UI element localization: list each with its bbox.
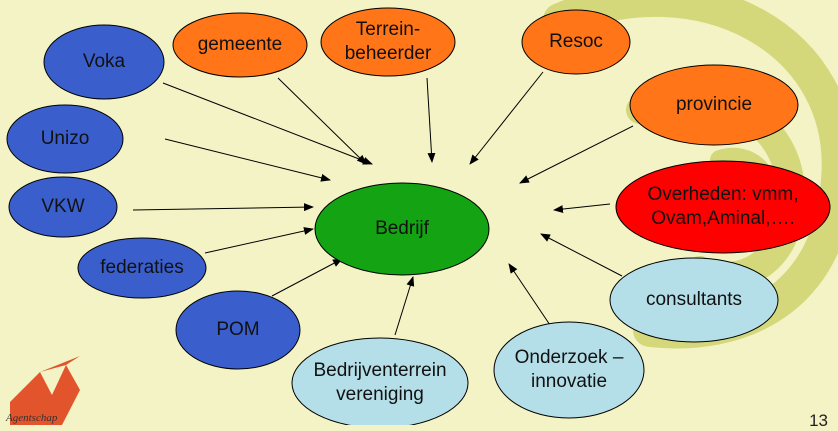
arrow-provincie-to-bedrijf (519, 125, 634, 184)
node-consultants: consultants (609, 257, 779, 343)
node-overheden: Overheden: vmm, Ovam,Aminal,…. (615, 160, 831, 254)
node-gemeente-shape (172, 12, 308, 78)
arrow-pom-to-bedrijf (271, 258, 343, 297)
node-consultants-shape (609, 257, 779, 343)
node-onderzoek-label: Onderzoek – (515, 347, 624, 368)
node-federaties-shape (77, 237, 207, 299)
node-unizo-shape (6, 104, 124, 174)
node-voka-shape (43, 24, 165, 100)
node-vkw-shape (8, 176, 118, 238)
arrow-gemeente-to-bedrijf (277, 77, 367, 165)
node-gemeente: gemeente (172, 12, 308, 78)
node-provincie: provincie (629, 64, 799, 146)
node-federaties: federaties (77, 237, 207, 299)
node-terreinbeheerder-shape (320, 7, 456, 77)
node-provincie-label: provincie (676, 94, 752, 115)
node-resoc-shape (521, 9, 631, 75)
node-resoc: Resoc (521, 9, 631, 75)
node-bedrijventerrein-shape (291, 337, 469, 425)
node-terreinbeheerder: Terrein-beheerder (320, 7, 456, 77)
node-voka-label: Voka (83, 51, 126, 72)
node-federaties-label: federaties (100, 257, 183, 278)
node-vkw-label: VKW (41, 196, 84, 217)
node-bedrijf-label: Bedrijf (375, 218, 430, 239)
node-pom: POM (175, 290, 301, 370)
arrow-federaties-to-bedrijf (204, 227, 314, 254)
node-voka: Voka (43, 24, 165, 100)
node-bedrijf-shape (314, 182, 490, 276)
page-number: 13 (809, 411, 828, 430)
arrow-resoc-to-bedrijf (469, 71, 544, 165)
node-bedrijventerrein-label: vereniging (336, 384, 424, 405)
node-vkw: VKW (8, 176, 118, 238)
node-bedrijventerrein: Bedrijventerrein vereniging (291, 337, 469, 425)
agentschap-logo: Agentschap (5, 356, 80, 425)
node-consultants-label: consultants (646, 289, 742, 310)
arrow-onderzoek-to-bedrijf (508, 263, 553, 329)
node-bedrijf: Bedrijf (314, 182, 490, 276)
node-provincie-shape (629, 64, 799, 146)
node-resoc-label: Resoc (549, 31, 603, 52)
arrow-overheden-to-bedrijf (553, 203, 611, 214)
node-overheden-label: Overheden: vmm, (648, 184, 799, 205)
node-overheden-label: Ovam,Aminal,…. (651, 208, 795, 229)
node-onderzoek-label: innovatie (531, 371, 607, 392)
node-onderzoek: Onderzoek – innovatie (493, 321, 645, 419)
node-gemeente-label: gemeente (198, 34, 283, 55)
arrow-consultants-to-bedrijf (540, 233, 623, 277)
arrow-bedrijventerrein-to-bedrijf (394, 276, 415, 336)
node-pom-label: POM (216, 319, 259, 340)
arrow-unizo-to-bedrijf (164, 138, 331, 182)
node-unizo-label: Unizo (41, 128, 90, 149)
arrow-voka-to-bedrijf (162, 82, 373, 165)
node-overheden-shape (615, 160, 831, 254)
node-onderzoek-shape (493, 321, 645, 419)
arrow-vkw-to-bedrijf (132, 203, 314, 212)
node-pom-shape (175, 290, 301, 370)
node-bedrijventerrein-label: Bedrijventerrein (313, 360, 446, 381)
node-unizo: Unizo (6, 104, 124, 174)
arrow-terreinbeheerder-to-bedrijf (426, 77, 436, 163)
logo-text: Agentschap (5, 412, 58, 424)
node-terreinbeheerder-label: beheerder (345, 43, 432, 64)
node-terreinbeheerder-label: Terrein- (356, 19, 420, 40)
